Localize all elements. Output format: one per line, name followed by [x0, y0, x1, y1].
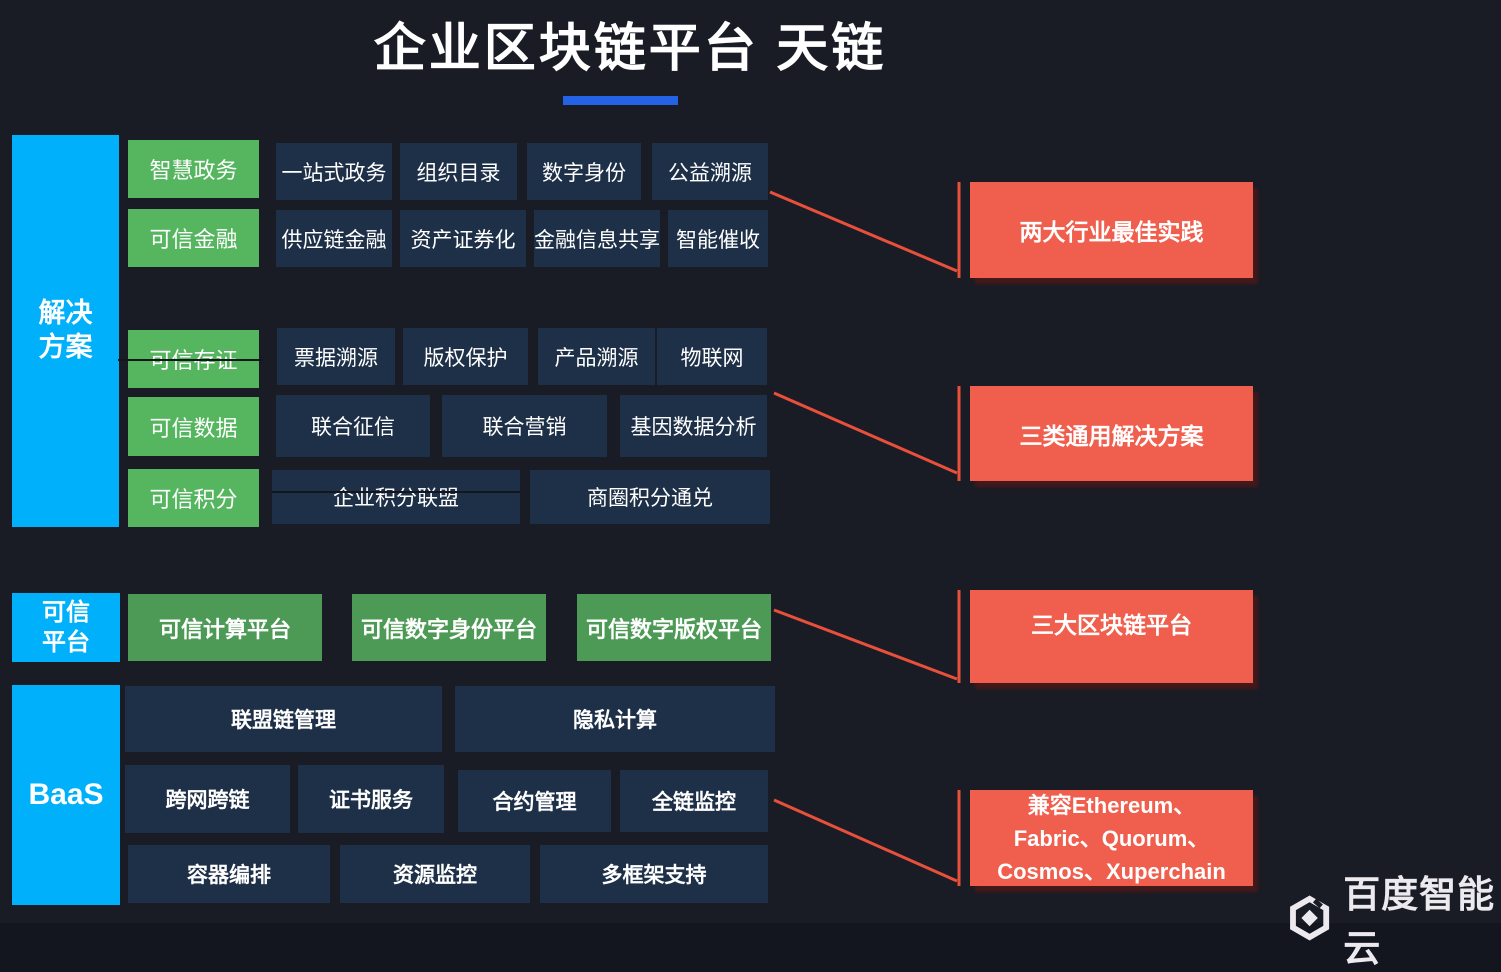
footer-logo: 百度智能云 [1288, 864, 1501, 972]
callout-compatibility: 兼容Ethereum、 Fabric、Quorum、 Cosmos、Xuperc… [970, 790, 1253, 886]
detail-box: 公益溯源 [652, 143, 768, 200]
detail-box: 金融信息共享 [534, 210, 660, 267]
detail-box: 数字身份 [527, 143, 641, 200]
detail-box: 企业积分联盟 [272, 470, 520, 524]
baas-box: 全链监控 [620, 770, 768, 832]
baas-box: 资源监控 [340, 845, 530, 903]
divider-line [272, 491, 520, 493]
baas-box: 联盟链管理 [125, 686, 442, 752]
page-title: 企业区块链平台 天链 [373, 20, 887, 78]
baidu-cloud-logo-icon [1290, 895, 1330, 941]
baas-box: 容器编排 [128, 845, 330, 903]
detail-box: 联合营销 [442, 395, 607, 457]
platform-green-box: 可信数字版权平台 [577, 594, 771, 661]
section-rail-solution: 解决 方案 [12, 135, 119, 527]
callout-blockchain-platforms: 三大区块链平台 [970, 590, 1253, 683]
section-rail-baas: BaaS [12, 685, 120, 905]
detail-box: 组织目录 [400, 143, 517, 200]
divider-line [118, 359, 262, 361]
solution-green-box: 可信数据 [128, 397, 259, 456]
detail-box: 产品溯源 [538, 328, 655, 385]
detail-box: 一站式政务 [276, 143, 392, 200]
platform-green-box: 可信数字身份平台 [352, 594, 546, 661]
baas-box: 合约管理 [458, 770, 611, 832]
baas-box: 多框架支持 [540, 845, 768, 903]
solution-green-box: 可信积分 [128, 469, 259, 527]
detail-box: 资产证券化 [400, 210, 526, 267]
platform-green-box: 可信计算平台 [128, 594, 322, 661]
baas-box: 证书服务 [298, 765, 444, 833]
baas-box: 跨网跨链 [125, 765, 290, 833]
detail-box: 票据溯源 [277, 328, 395, 385]
detail-box: 商圈积分通兑 [530, 470, 770, 524]
solution-green-box: 智慧政务 [128, 140, 259, 198]
callout-general-solutions: 三类通用解决方案 [970, 386, 1253, 481]
detail-box: 联合征信 [276, 395, 430, 457]
detail-box: 版权保护 [403, 328, 528, 385]
detail-box: 基因数据分析 [620, 395, 767, 457]
baas-box: 隐私计算 [455, 686, 775, 752]
diagram-canvas: 企业区块链平台 天链 解决 方案 可信 平台 BaaS 智慧政务 可信金融 可信… [12, 20, 1495, 969]
title-accent-bar [563, 96, 678, 105]
footer-logo-text: 百度智能云 [1343, 874, 1496, 969]
solution-green-box: 可信金融 [128, 209, 259, 267]
detail-box: 物联网 [657, 328, 767, 385]
detail-box: 供应链金融 [276, 210, 392, 267]
callout-industry-practices: 两大行业最佳实践 [970, 182, 1253, 278]
section-rail-platform: 可信 平台 [12, 593, 120, 662]
detail-box: 智能催收 [668, 210, 768, 267]
